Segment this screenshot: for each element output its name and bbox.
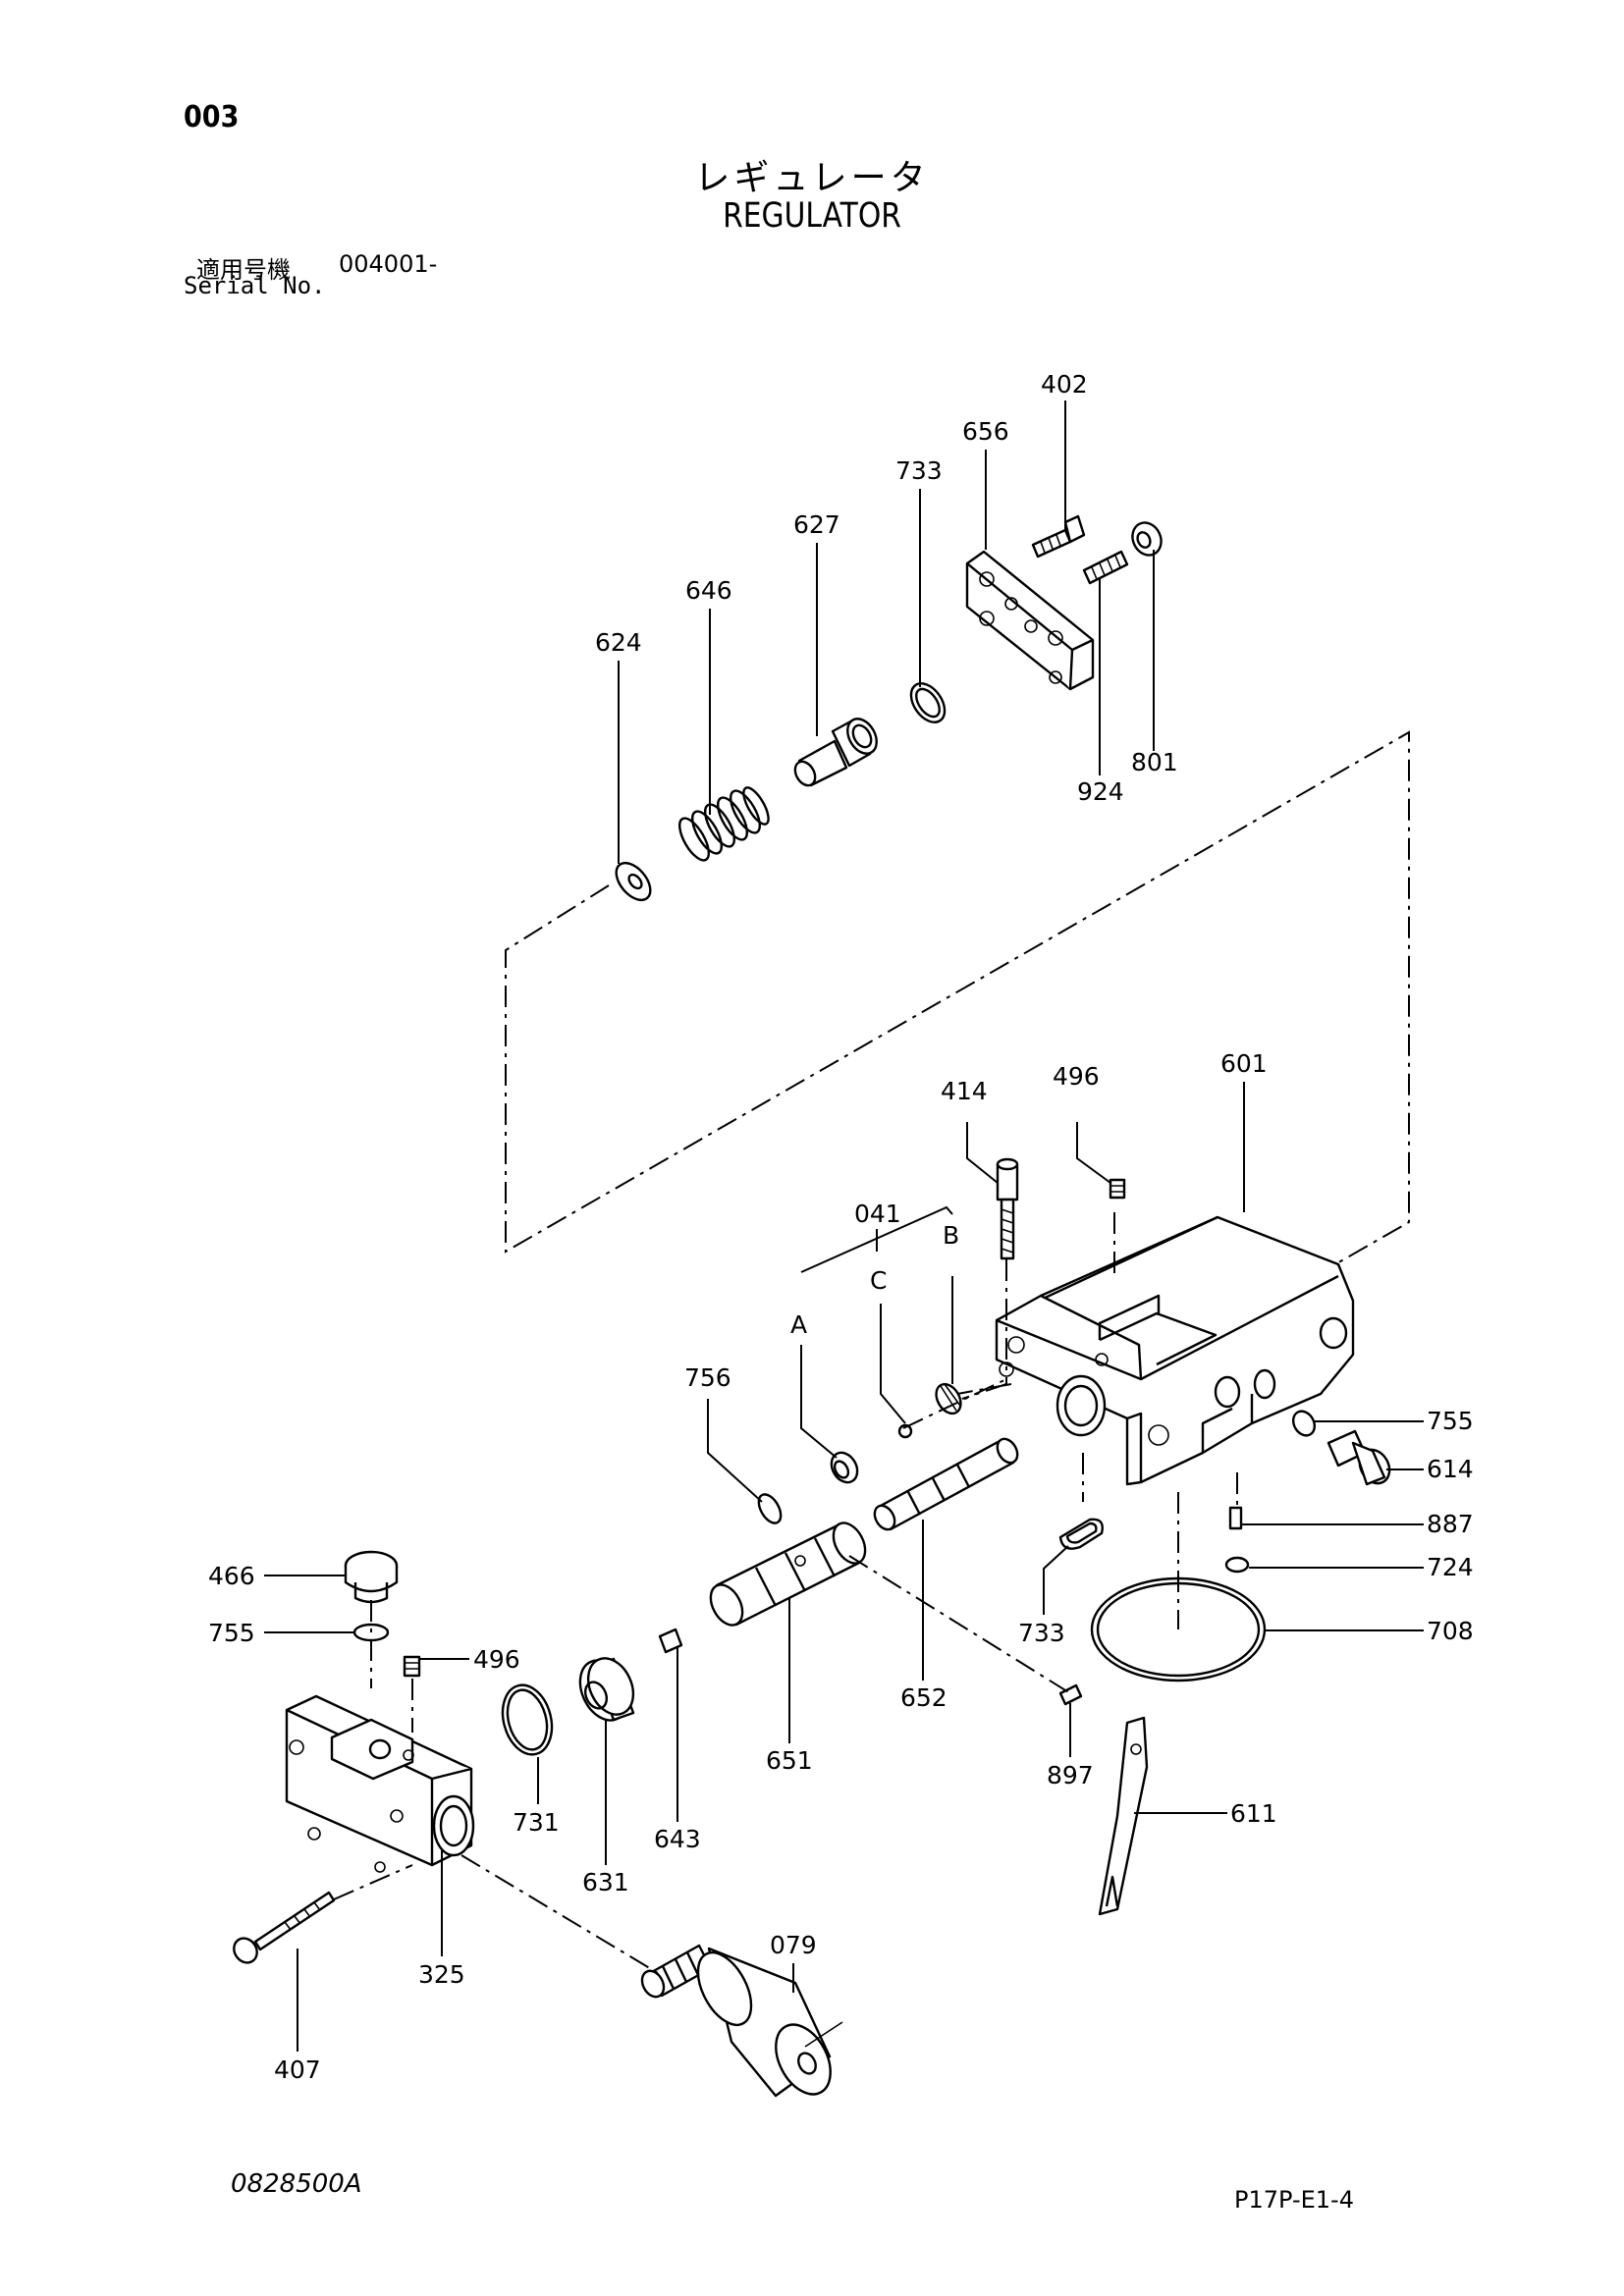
- alignment-line: [902, 1212, 1238, 1629]
- callout-733-lower: 733: [1018, 1619, 1065, 1647]
- o-ring-724: [1224, 1556, 1250, 1574]
- plug-496-lower: [403, 1655, 421, 1678]
- o-ring-733-lower: [1058, 1518, 1104, 1550]
- leader-lines: [264, 400, 1424, 2052]
- callout-651: 651: [766, 1746, 813, 1775]
- callout-407: 407: [274, 2056, 321, 2084]
- serial-label-english: Serial No.: [184, 272, 326, 299]
- spring-646: [678, 786, 770, 862]
- callout-C: C: [870, 1266, 887, 1295]
- callout-897: 897: [1047, 1761, 1094, 1789]
- callout-611: 611: [1230, 1799, 1277, 1828]
- solenoid-079: [640, 1944, 843, 2098]
- bolt-402: [1031, 514, 1086, 559]
- title-japanese: レギュレータ: [694, 158, 930, 198]
- bolt-924: [1082, 550, 1129, 585]
- plug-496-upper: [1109, 1178, 1126, 1200]
- callout-A: A: [790, 1310, 807, 1339]
- casing-601: [995, 1215, 1355, 1486]
- callout-631: 631: [582, 1868, 629, 1896]
- ball-C: [897, 1423, 913, 1439]
- callout-887: 887: [1427, 1510, 1474, 1538]
- o-ring-733-upper: [909, 682, 947, 723]
- o-ring-755-right: [1291, 1410, 1317, 1437]
- bolt-414: [996, 1157, 1019, 1260]
- page-number: 003: [184, 100, 240, 134]
- sleeve-651: [709, 1522, 867, 1627]
- callout-656: 656: [962, 417, 1009, 446]
- callout-652: 652: [900, 1683, 947, 1712]
- drawing-number: 0828500A: [231, 2169, 362, 2199]
- callout-755-right: 755: [1427, 1407, 1474, 1435]
- callout-755-left: 755: [208, 1619, 255, 1647]
- page-code: P17P-E1-4: [1234, 2186, 1354, 2214]
- callout-724: 724: [1427, 1553, 1474, 1581]
- o-ring-731: [501, 1683, 554, 1756]
- pin-643: [658, 1628, 683, 1654]
- callout-627: 627: [793, 510, 840, 539]
- plug-466: [344, 1550, 399, 1604]
- callout-643: 643: [654, 1825, 701, 1853]
- callout-496-lower: 496: [473, 1645, 520, 1674]
- callout-B: B: [943, 1221, 959, 1250]
- callout-079: 079: [770, 1931, 817, 1959]
- callout-414: 414: [941, 1077, 988, 1105]
- spool-652: [873, 1437, 1019, 1531]
- casing-325: [285, 1694, 475, 1873]
- title-english: REGULATOR: [723, 196, 901, 236]
- seat-A: [830, 1451, 859, 1484]
- callout-496-upper: 496: [1053, 1062, 1100, 1091]
- assembly-centerline-frame: [505, 730, 1410, 1265]
- bolt-407: [233, 1891, 336, 1964]
- callout-756: 756: [684, 1363, 731, 1392]
- washer-801: [1131, 521, 1163, 557]
- callout-041: 041: [854, 1200, 901, 1228]
- spring-seat-624: [615, 861, 652, 902]
- callout-614: 614: [1427, 1455, 1474, 1483]
- callout-402: 402: [1041, 370, 1088, 399]
- lever-611: [1098, 1716, 1149, 1916]
- callout-624: 624: [595, 628, 642, 657]
- piston-627: [793, 718, 878, 787]
- o-ring-756: [757, 1493, 783, 1524]
- pin-897: [1058, 1683, 1083, 1706]
- serial-label-japanese: 適用号機: [196, 256, 291, 284]
- callout-646: 646: [685, 576, 732, 605]
- alignment-line: [333, 1555, 1071, 1974]
- callout-601: 601: [1220, 1049, 1268, 1078]
- sleeve-631: [578, 1657, 635, 1722]
- callout-733-upper: 733: [895, 456, 943, 485]
- callout-325: 325: [418, 1960, 465, 1989]
- serial-number-value: 004001-: [339, 250, 438, 278]
- plug-614: [1326, 1429, 1391, 1486]
- nut-B: [935, 1382, 962, 1415]
- callout-924: 924: [1077, 777, 1124, 806]
- callout-731: 731: [513, 1808, 560, 1837]
- cover-plate-656: [965, 550, 1095, 691]
- callout-801: 801: [1131, 748, 1178, 776]
- pin-887: [1228, 1506, 1243, 1530]
- callout-466: 466: [208, 1562, 255, 1590]
- callout-708: 708: [1427, 1617, 1474, 1645]
